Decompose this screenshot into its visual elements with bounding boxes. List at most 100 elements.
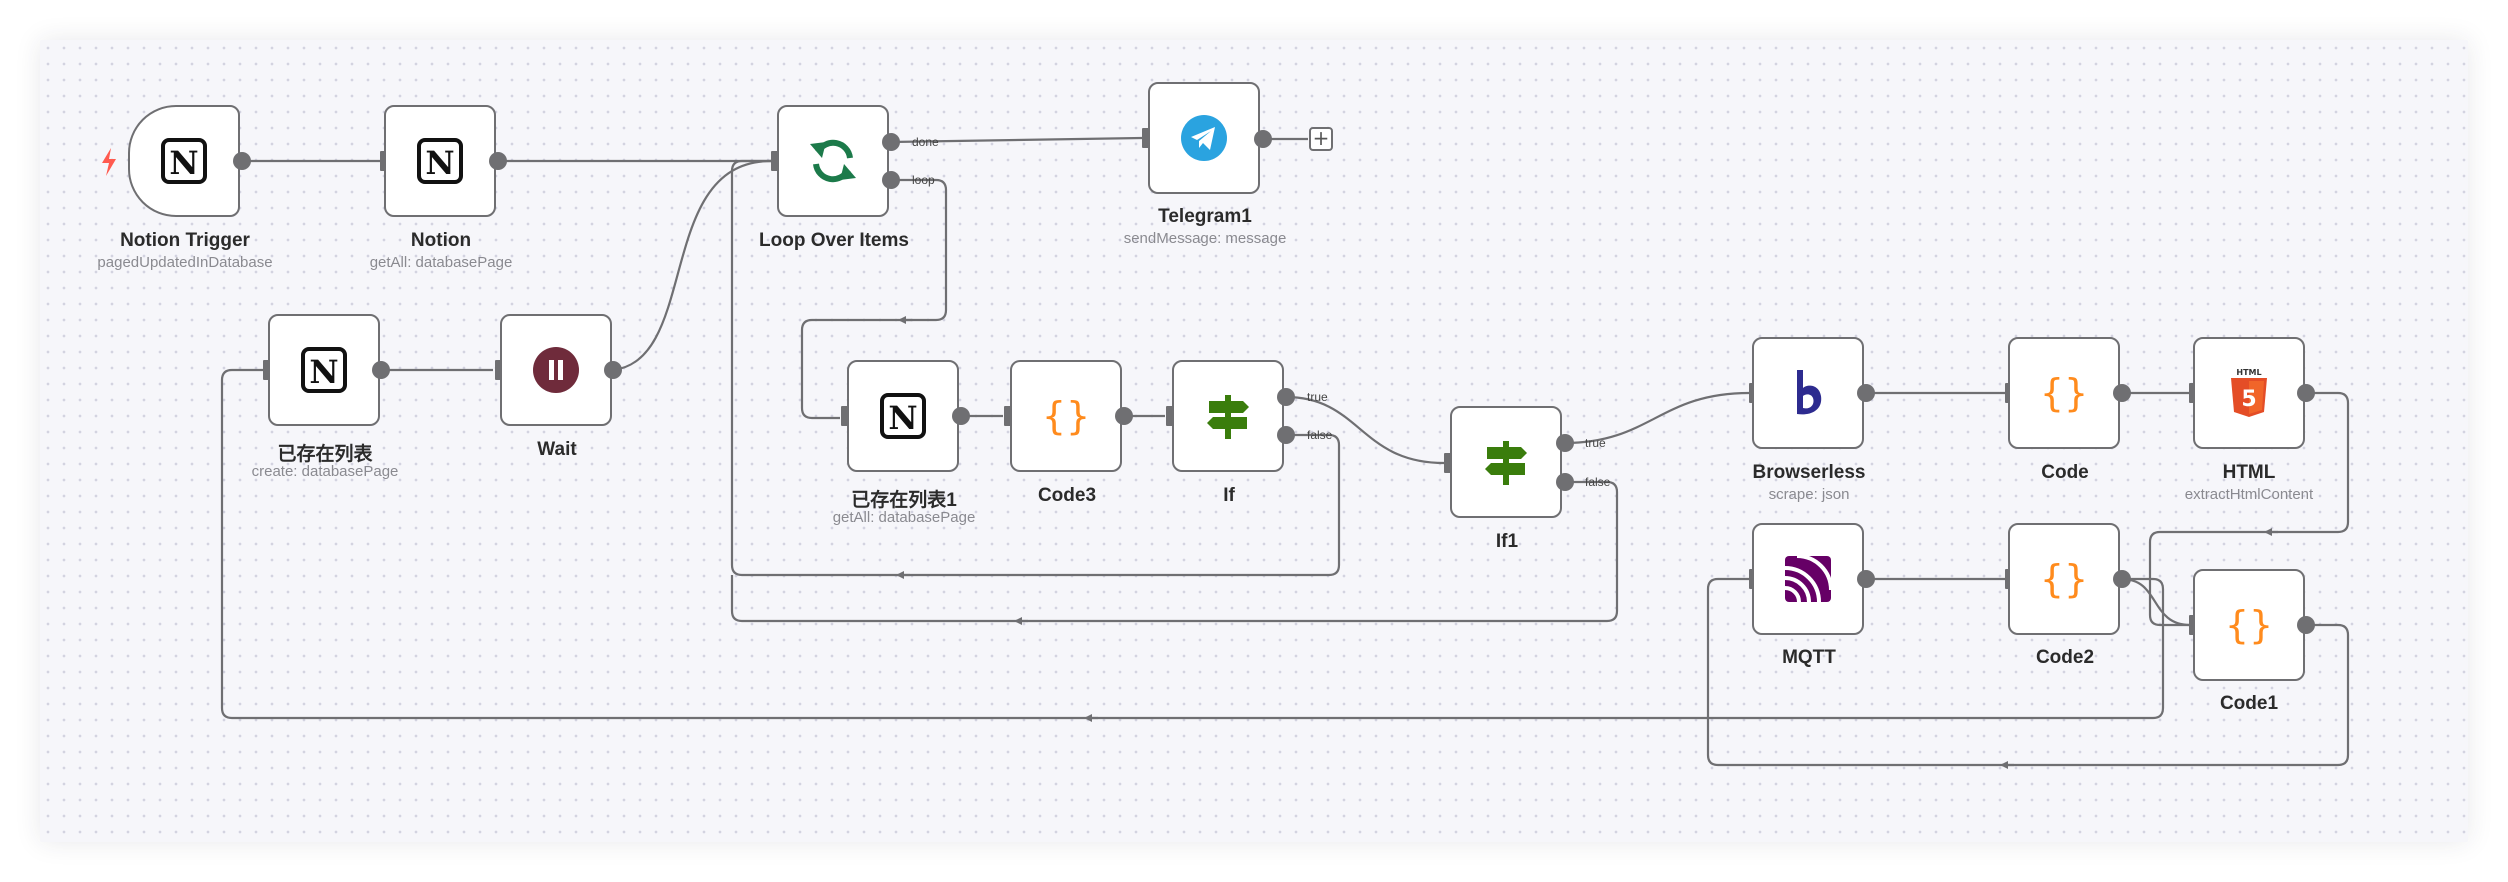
mqtt-icon	[1783, 554, 1833, 604]
output-handle-loop[interactable]	[882, 171, 900, 189]
node-telegram1[interactable]	[1148, 82, 1260, 194]
trigger-bolt-icon	[102, 148, 116, 176]
node-title: Telegram1	[1158, 206, 1252, 227]
signpost-icon	[1201, 389, 1255, 443]
svg-text:{}: {}	[2040, 371, 2088, 415]
output-handle[interactable]	[952, 407, 970, 425]
node-notion-trigger[interactable]: N	[128, 105, 240, 217]
node-code1[interactable]: {}	[2193, 569, 2305, 681]
node-subtitle: pagedUpdatedInDatabase	[97, 254, 273, 271]
output-handle[interactable]	[1254, 130, 1272, 148]
node-code2[interactable]: {}	[2008, 523, 2120, 635]
node-subtitle: sendMessage: message	[1123, 230, 1287, 247]
input-handle[interactable]	[263, 360, 270, 380]
input-handle[interactable]	[1166, 406, 1173, 426]
output-handle-true[interactable]	[1556, 434, 1574, 452]
svg-text:N: N	[169, 144, 198, 182]
html5-icon: HTML 5	[2227, 366, 2271, 420]
node-subtitle: extractHtmlContent	[2184, 486, 2314, 503]
port-label-loop: loop	[912, 173, 935, 187]
notion-icon: N	[415, 136, 465, 186]
node-subtitle: create: databasePage	[251, 463, 399, 480]
input-handle[interactable]	[1004, 406, 1011, 426]
output-handle[interactable]	[372, 361, 390, 379]
add-node-button[interactable]: +	[1309, 127, 1333, 151]
input-handle[interactable]	[841, 406, 848, 426]
node-existing-list[interactable]: N	[268, 314, 380, 426]
node-title: Code3	[1037, 485, 1097, 506]
svg-text:N: N	[888, 399, 917, 437]
node-code3[interactable]: {}	[1010, 360, 1122, 472]
node-subtitle: scrape: json	[1768, 486, 1850, 503]
input-handle[interactable]	[495, 360, 502, 380]
output-handle[interactable]	[604, 361, 622, 379]
input-handle[interactable]	[2189, 383, 2196, 403]
svg-text:N: N	[309, 353, 338, 391]
output-handle-done[interactable]	[882, 133, 900, 151]
telegram-icon	[1179, 113, 1229, 163]
notion-icon: N	[159, 136, 209, 186]
node-title: Wait	[537, 439, 577, 460]
node-if[interactable]	[1172, 360, 1284, 472]
node-title: Code	[2041, 462, 2089, 483]
node-loop-over-items[interactable]	[777, 105, 889, 217]
output-handle[interactable]	[233, 152, 251, 170]
input-handle[interactable]	[1444, 453, 1451, 473]
code-braces-icon: {}	[2222, 598, 2276, 652]
node-wait[interactable]	[500, 314, 612, 426]
output-handle-true[interactable]	[1277, 388, 1295, 406]
node-title: MQTT	[1782, 647, 1836, 668]
output-handle[interactable]	[2113, 384, 2131, 402]
node-if1[interactable]	[1450, 406, 1562, 518]
port-label-done: done	[912, 135, 939, 149]
svg-text:HTML: HTML	[2236, 368, 2261, 377]
port-label-true: true	[1307, 390, 1328, 404]
input-handle[interactable]	[771, 151, 778, 171]
output-handle-false[interactable]	[1556, 473, 1574, 491]
node-title: HTML	[2222, 462, 2276, 483]
output-handle[interactable]	[2297, 616, 2315, 634]
svg-text:{}: {}	[2225, 603, 2273, 647]
node-title: If	[1223, 485, 1235, 506]
pause-icon	[531, 345, 581, 395]
port-label-false: false	[1307, 428, 1333, 442]
node-title: Code2	[2035, 647, 2095, 668]
input-handle[interactable]	[380, 151, 387, 171]
node-code[interactable]: {}	[2008, 337, 2120, 449]
node-subtitle: getAll: databasePage	[369, 254, 513, 271]
node-browserless[interactable]	[1752, 337, 1864, 449]
output-handle[interactable]	[1115, 407, 1133, 425]
node-title: Browserless	[1752, 462, 1866, 483]
port-label-false: false	[1585, 475, 1611, 489]
browserless-icon	[1783, 366, 1833, 420]
input-handle[interactable]	[1142, 128, 1149, 148]
output-handle[interactable]	[1857, 570, 1875, 588]
output-handle[interactable]	[489, 152, 507, 170]
node-title: Notion	[410, 230, 472, 251]
node-html[interactable]: HTML 5	[2193, 337, 2305, 449]
node-existing-list1[interactable]: N	[847, 360, 959, 472]
svg-text:{}: {}	[1042, 394, 1090, 438]
output-handle-false[interactable]	[1277, 426, 1295, 444]
output-handle[interactable]	[2297, 384, 2315, 402]
input-handle[interactable]	[2189, 615, 2196, 635]
node-title: 已存在列表1	[851, 490, 957, 511]
svg-text:{}: {}	[2040, 557, 2088, 601]
svg-text:5: 5	[2241, 387, 2256, 412]
node-title: If1	[1495, 531, 1519, 552]
code-braces-icon: {}	[2037, 552, 2091, 606]
node-title: Code1	[2219, 693, 2279, 714]
output-handle[interactable]	[1857, 384, 1875, 402]
node-notion[interactable]: N	[384, 105, 496, 217]
code-braces-icon: {}	[1039, 389, 1093, 443]
notion-icon: N	[878, 391, 928, 441]
node-title: 已存在列表	[277, 444, 373, 465]
loop-icon	[806, 134, 860, 188]
port-label-true: true	[1585, 436, 1606, 450]
svg-text:N: N	[425, 144, 454, 182]
node-mqtt[interactable]	[1752, 523, 1864, 635]
code-braces-icon: {}	[2037, 366, 2091, 420]
node-subtitle: getAll: databasePage	[832, 509, 976, 526]
notion-icon: N	[299, 345, 349, 395]
output-handle[interactable]	[2113, 570, 2131, 588]
